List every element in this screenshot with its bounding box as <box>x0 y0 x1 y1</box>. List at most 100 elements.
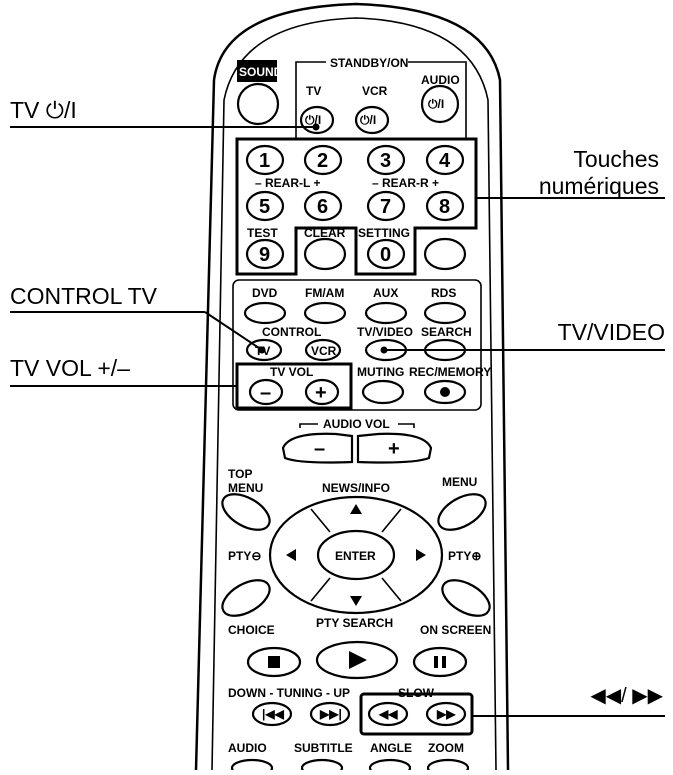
audio-vol-minus: – <box>314 438 325 460</box>
fm-am-button[interactable] <box>303 301 347 325</box>
zoom-button[interactable] <box>426 758 470 775</box>
top-menu-label: MENU <box>228 481 263 495</box>
tuning-label: DOWN - TUNING - UP <box>228 686 350 700</box>
nav-divider-se <box>381 577 402 602</box>
up-arrow-icon <box>350 504 362 514</box>
audio-vol-up-button[interactable] <box>356 432 433 464</box>
forward-icon: ▶▶ <box>436 707 456 721</box>
angle-label: ANGLE <box>370 741 412 755</box>
pause-button[interactable] <box>412 646 468 678</box>
angle-button[interactable] <box>368 758 412 775</box>
key-4-label: 4 <box>439 150 451 172</box>
control-tv-leader-dot <box>258 346 266 354</box>
prev-icon: |◀◀ <box>262 707 285 721</box>
callout-control-tv: CONTROL TV <box>10 283 157 309</box>
callout-tv-vol: TV VOL +/– <box>10 355 130 381</box>
pty-search-label: PTY SEARCH <box>316 616 393 630</box>
on-screen-button[interactable] <box>436 573 495 623</box>
dvd-button[interactable] <box>243 301 287 325</box>
key-5-label: 5 <box>259 196 270 218</box>
right-arrow-icon <box>416 549 426 561</box>
vcr-power-label: VCR <box>362 84 388 98</box>
setting-label: SETTING <box>358 226 410 240</box>
key-2[interactable] <box>303 144 343 176</box>
key-8[interactable] <box>425 190 465 222</box>
callout-touches-line1: Touches <box>573 146 659 172</box>
clear-button[interactable] <box>303 237 347 271</box>
pty-right-label: PTY⊕ <box>448 549 481 563</box>
key-8-label: 8 <box>439 196 450 218</box>
fm-am-label: FM/AM <box>305 286 344 300</box>
rec-memory-label: REC/MEMORY <box>409 365 491 379</box>
tv-video-leader-dot <box>380 346 388 354</box>
next-button[interactable] <box>309 701 351 727</box>
key-7-label: 7 <box>380 196 391 218</box>
rewind-icon: ◀◀ <box>378 707 398 721</box>
muting-label: MUTING <box>357 365 404 379</box>
pause-icon-bar-1 <box>434 656 438 668</box>
tv-vol-down-button[interactable] <box>248 378 284 406</box>
callout-skip: ◀◀/ ▶▶ <box>590 685 663 707</box>
subtitle-label: SUBTITLE <box>294 741 353 755</box>
audio-vol-down-button[interactable] <box>281 432 354 464</box>
control-label: CONTROL <box>262 325 321 339</box>
pause-icon-bar-2 <box>442 656 446 668</box>
source-panel <box>232 279 482 411</box>
tv-vol-plus: + <box>315 382 327 404</box>
standby-bracket <box>295 61 467 138</box>
sound-button[interactable] <box>236 82 280 126</box>
key-4[interactable] <box>425 144 465 176</box>
blank-key[interactable] <box>423 237 467 271</box>
tv-vol-up-button[interactable] <box>304 378 340 406</box>
rear-l-label: – REAR-L + <box>255 176 320 190</box>
tv-video-btn-label: TV/VIDEO <box>357 325 413 339</box>
aux-button[interactable] <box>364 301 408 325</box>
muting-button[interactable] <box>361 379 405 405</box>
choice-button[interactable] <box>216 573 275 623</box>
key-3[interactable] <box>366 144 406 176</box>
audio-power-button[interactable] <box>420 84 460 124</box>
key-5[interactable] <box>245 190 285 222</box>
audio-bottom-button[interactable] <box>230 758 274 775</box>
rds-button[interactable] <box>423 301 467 325</box>
control-vcr-button[interactable] <box>304 338 342 362</box>
down-arrow-icon <box>350 596 362 606</box>
stop-icon <box>268 656 280 668</box>
vcr-power-button[interactable] <box>354 105 390 135</box>
key-9-label: 9 <box>259 244 270 266</box>
menu-button[interactable] <box>432 487 491 537</box>
subtitle-button[interactable] <box>300 758 344 775</box>
enter-button[interactable] <box>316 529 396 581</box>
rds-label: RDS <box>431 286 456 300</box>
on-screen-label: ON SCREEN <box>420 623 491 637</box>
key-9[interactable] <box>245 238 285 270</box>
key-1[interactable] <box>245 144 285 176</box>
audio-power-glyph: ⏻/I <box>428 97 444 111</box>
next-icon: ▶▶| <box>319 707 342 721</box>
key-3-label: 3 <box>380 150 391 172</box>
prev-button[interactable] <box>251 701 293 727</box>
skip-group <box>359 692 474 736</box>
callout-touches-line2: numériques <box>538 173 659 199</box>
nav-divider-nw <box>310 508 331 533</box>
zoom-label: ZOOM <box>428 741 464 755</box>
rec-dot-icon <box>440 387 450 397</box>
key-6[interactable] <box>303 190 343 222</box>
sound-label-box <box>237 60 277 82</box>
key-7[interactable] <box>366 190 406 222</box>
top-label: TOP <box>228 467 252 481</box>
control-tv-leader-2 <box>204 311 263 351</box>
tv-power-label: TV <box>306 84 321 98</box>
tv-power-leader-dot <box>312 123 320 131</box>
key-0[interactable] <box>366 238 406 270</box>
forward-button[interactable] <box>425 701 467 727</box>
test-label: TEST <box>247 226 278 240</box>
rewind-button[interactable] <box>367 701 409 727</box>
vcr-power-glyph: ⏻/I <box>360 113 376 127</box>
nav-divider-ne <box>381 508 402 533</box>
callout-tv-video: TV/VIDEO <box>557 319 665 345</box>
callout-tv-power: TV ⏻/I <box>10 97 77 123</box>
top-menu-button[interactable] <box>216 487 275 537</box>
menu-label: MENU <box>442 475 477 489</box>
